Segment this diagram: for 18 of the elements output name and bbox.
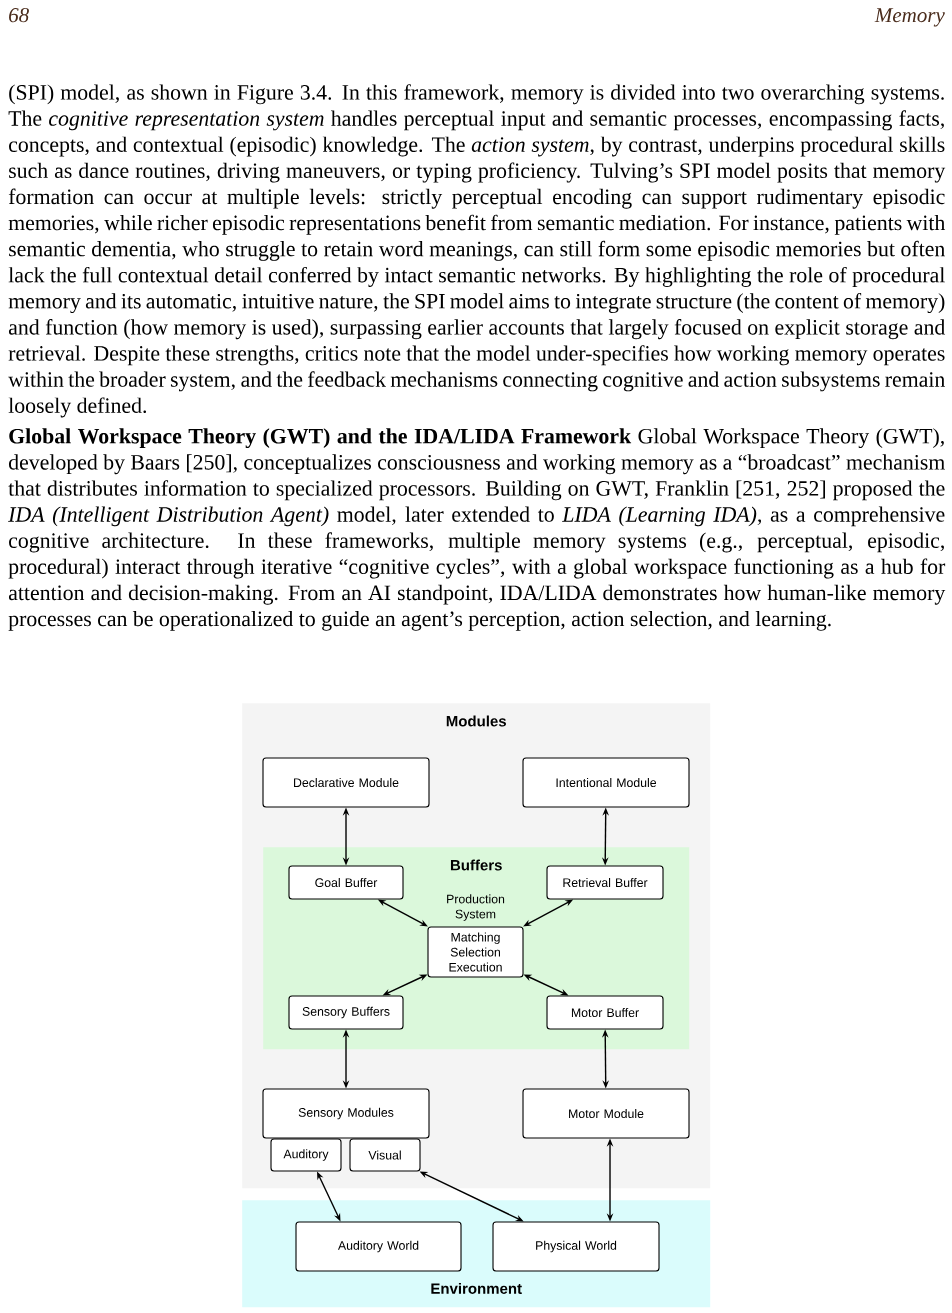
box: Motor Module <box>522 1088 690 1139</box>
box: Auditory World <box>295 1221 462 1272</box>
body-paragraph: (SPI) model, as shown in Figure 3.4. In this framework, memory is divided into two overarching systems. The cognitive representation system handles perceptual input and semantic processes, encompassing facts, concepts, and contextual (episodic) knowledge. The action system, by contrast, underpins procedural skills such as dance routines, driving maneuvers, or typing proficiency. Tulving’s SPI model posits that memory formation can occur at multiple levels: strictly perceptual encoding can support rudimentary episodic memories, while richer episodic representations benefit from semantic mediation. For instance, patients with semantic dementia, who struggle to retain word meanings, can still form some episodic memories but often lack the full contextual detail conferred by intact semantic networks. By highlighting the role of procedural memory and its automatic, intuitive nature, the SPI model aims to integrate structure (the content of memory) and function (how memory is used), surpassing earlier accounts that largely focused on explicit storage and retrieval. Despite these strengths, critics note that the model under-specifies how working memory operates within the broader system, and the feedback mechanisms connecting cognitive and action subsystems remain loosely defined. <box>8 84 946 418</box>
box: Intentional Module <box>522 757 690 808</box>
running-header: Memory <box>874 8 945 27</box>
box: Retrieval Buffer <box>546 865 664 900</box>
box: Goal Buffer <box>288 865 404 900</box>
box: Declarative Module <box>262 757 430 808</box>
box: Visual <box>349 1138 421 1172</box>
box: Sensory Buffers <box>288 995 404 1030</box>
box: Motor Buffer <box>546 995 664 1030</box>
page-number: 68 <box>9 8 29 23</box>
box: Matching Selection Execution <box>427 926 524 978</box>
box: Sensory Modules <box>262 1088 430 1139</box>
body-paragraph: Global Workspace Theory (GWT) and the IDA/LIDA Framework Global Workspace Theory (GWT), developed by Baars [250], conceptualizes consciousness and working memory as a “broadcast” mechanism that distributes information to specialized processors. Building on GWT, Franklin [251, 252] proposed the IDA (Intelligent Distribution Agent) model, later extended to LIDA (Learning IDA), as a comprehensive cognitive architecture. In these frameworks, multiple memory systems (e.g., perceptual, episodic, procedural) interact through iterative “cognitive cycles”, with a global workspace functioning as a hub for attention and decision-making. From an AI standpoint, IDA/LIDA demonstrates how human-like memory processes can be operationalized to guide an agent’s perception, action selection, and learning. <box>8 428 946 631</box>
box: Auditory <box>270 1138 342 1172</box>
box: Physical World <box>492 1221 660 1272</box>
box-heading: Production System <box>447 894 505 921</box>
